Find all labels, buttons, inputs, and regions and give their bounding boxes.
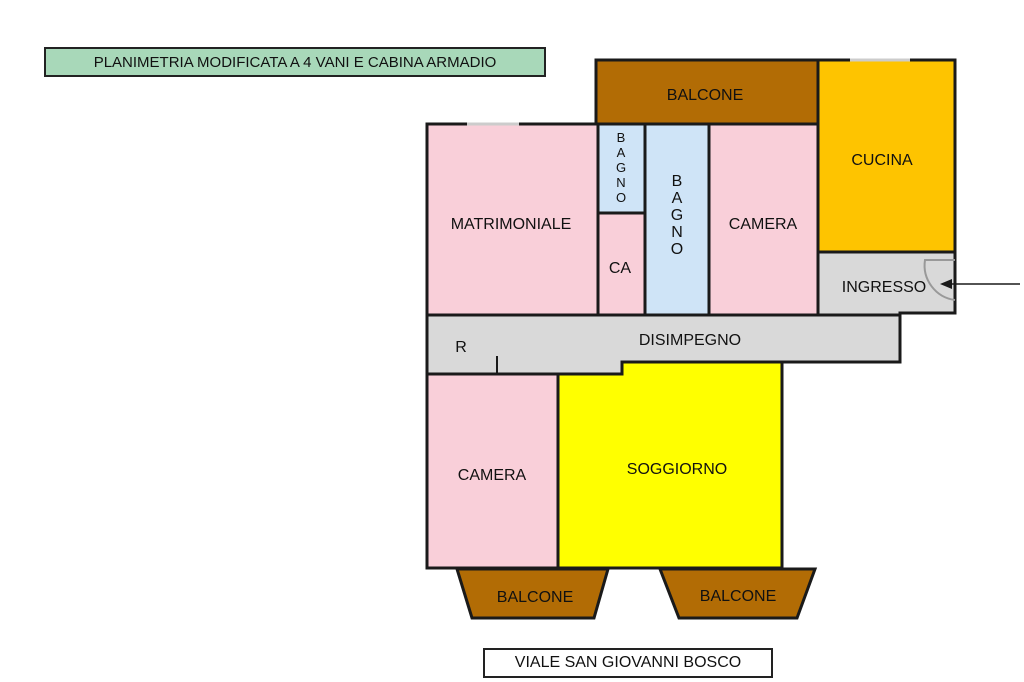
label-ca: CA xyxy=(609,260,632,277)
label-camera-bottom: CAMERA xyxy=(458,467,527,484)
label-ingresso: INGRESSO xyxy=(842,279,926,296)
vertical-letter: N xyxy=(616,175,625,190)
room-balcone-bottom-right xyxy=(657,567,818,620)
label-cucina: CUCINA xyxy=(851,152,913,169)
vertical-letter: O xyxy=(671,241,683,258)
label-soggiorno: SOGGIORNO xyxy=(627,461,727,478)
door-swing-ingresso xyxy=(923,259,956,301)
vertical-letter: B xyxy=(617,130,626,145)
label-disimpegno: DISIMPEGNO xyxy=(639,332,741,349)
vertical-letter: B xyxy=(672,173,683,190)
label-r: R xyxy=(455,339,467,356)
label-balcone-top: BALCONE xyxy=(667,87,743,104)
room-ca xyxy=(596,211,647,317)
vertical-letter: A xyxy=(617,145,626,160)
room-camera-top xyxy=(707,122,820,317)
label-balcone-bottom-right: BALCONE xyxy=(700,588,776,605)
vertical-letter: A xyxy=(672,190,683,207)
plan-title: PLANIMETRIA MODIFICATA A 4 VANI E CABINA… xyxy=(44,47,546,77)
entrance-arrow-head xyxy=(940,279,952,289)
vertical-letter: O xyxy=(616,190,626,205)
vertical-letter: G xyxy=(616,160,626,175)
label-balcone-bottom-left: BALCONE xyxy=(497,589,573,606)
label-matrimoniale: MATRIMONIALE xyxy=(451,216,572,233)
vertical-letter: N xyxy=(671,224,683,241)
vertical-letter: G xyxy=(671,207,683,224)
street-name: VIALE SAN GIOVANNI BOSCO xyxy=(483,648,773,678)
room-balcone-bottom-left xyxy=(454,567,610,620)
room-bagno-large xyxy=(643,122,711,317)
label-camera-top: CAMERA xyxy=(729,216,798,233)
